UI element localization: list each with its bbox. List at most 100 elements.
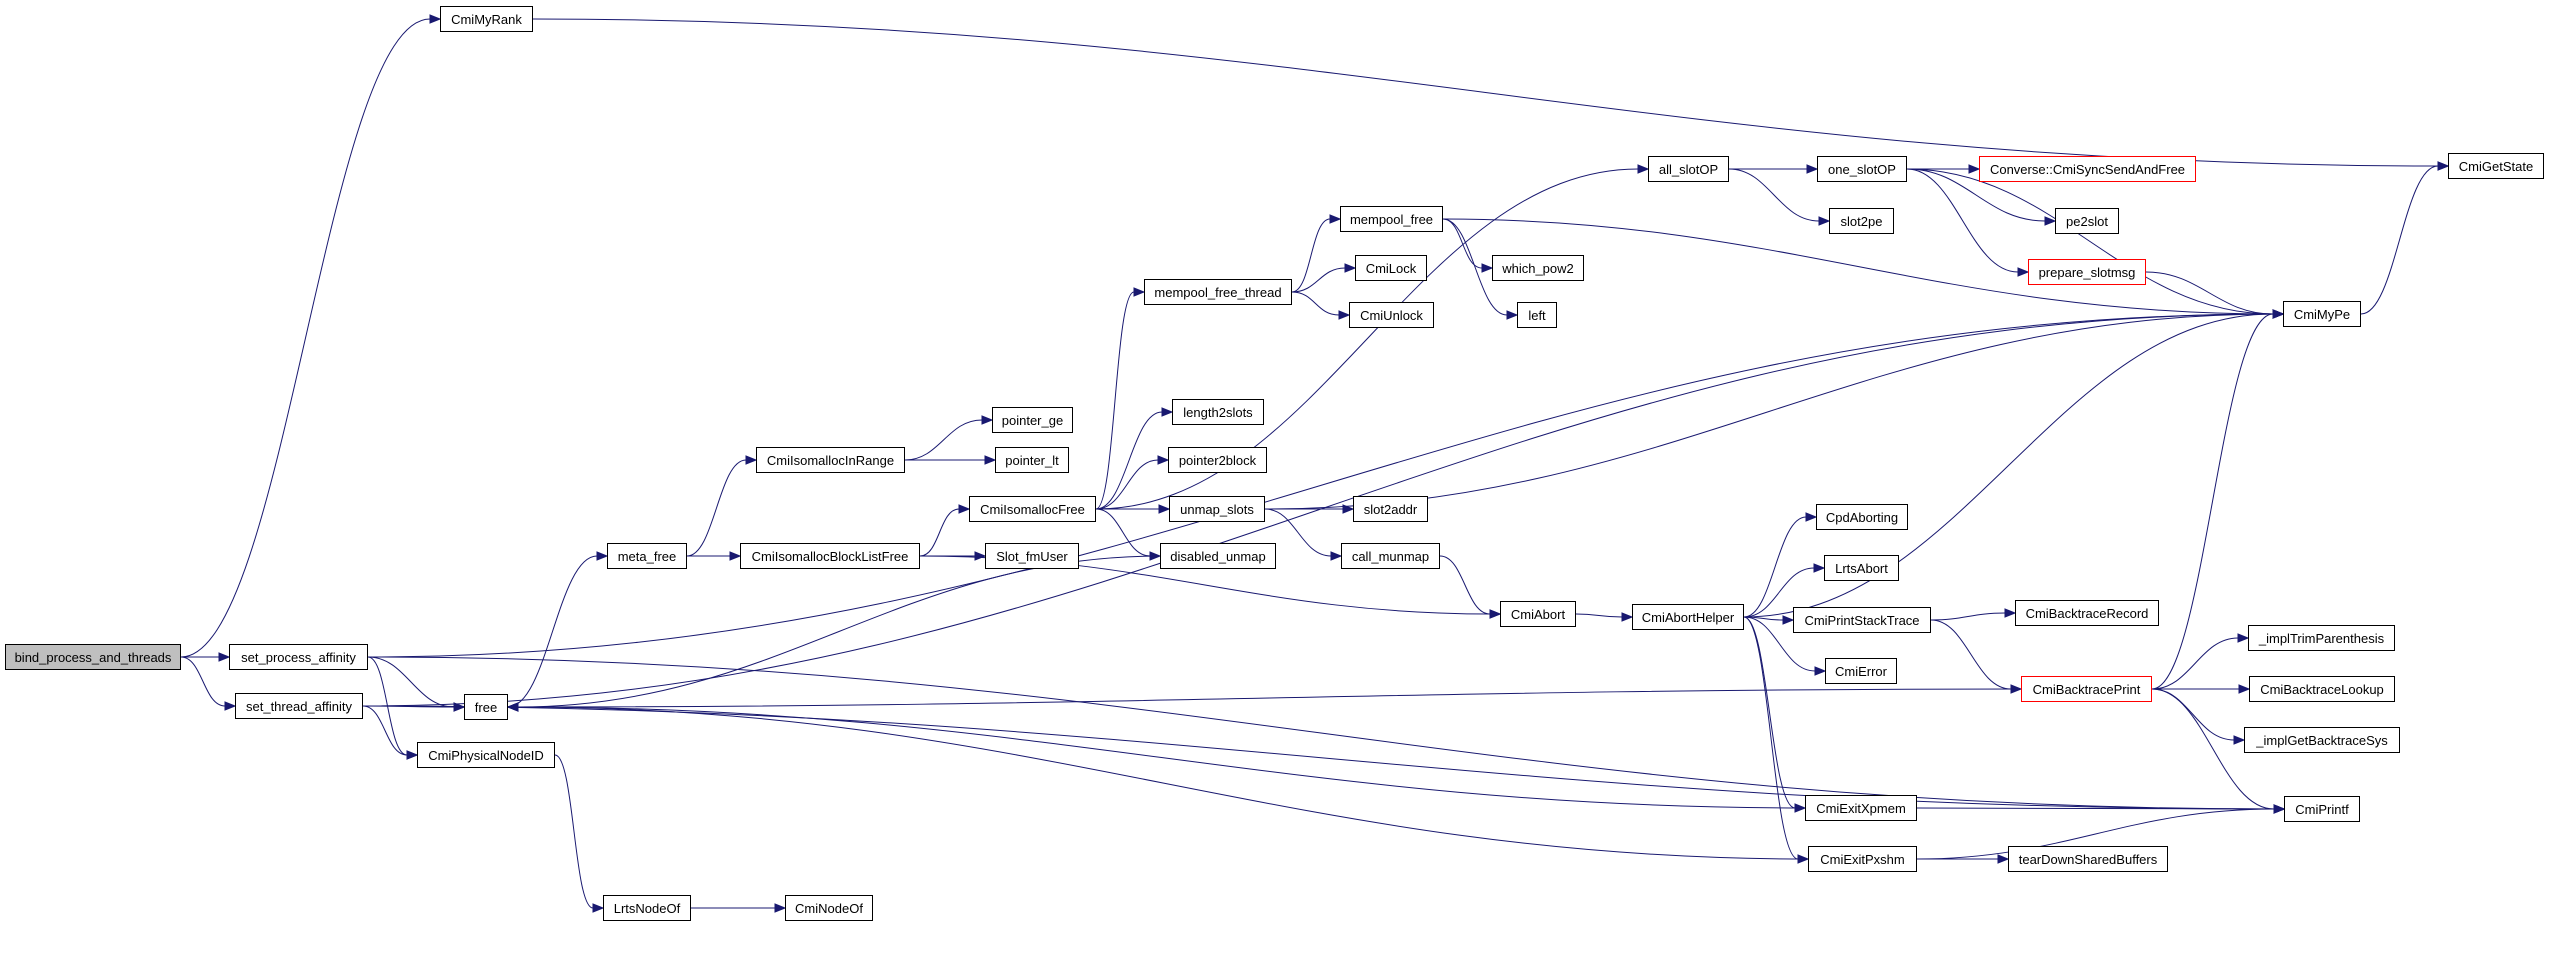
node-cmiphysicalnodeid[interactable]: CmiPhysicalNodeID bbox=[417, 742, 555, 768]
node-cmiexitpxshm[interactable]: CmiExitPxshm bbox=[1808, 846, 1917, 872]
node-cmibacktracerecord[interactable]: CmiBacktraceRecord bbox=[2015, 600, 2159, 626]
edge-set_process_affinity-to-cmimype bbox=[367, 313, 2274, 658]
node-label: pointer_ge bbox=[1001, 412, 1064, 428]
arrowhead-icon bbox=[1506, 310, 1519, 320]
node-impltrimparenthesis[interactable]: _implTrimParenthesis bbox=[2248, 625, 2395, 651]
node-pointer-ge[interactable]: pointer_ge bbox=[992, 407, 1073, 433]
node-disabled-unmap[interactable]: disabled_unmap bbox=[1160, 543, 1276, 569]
arrowhead-icon bbox=[774, 903, 787, 913]
node-mempool-free-thread[interactable]: mempool_free_thread bbox=[1144, 279, 1292, 305]
node-label: Slot_fmUser bbox=[996, 548, 1068, 564]
node-label: slot2pe bbox=[1840, 213, 1883, 229]
arrowhead-icon bbox=[218, 652, 231, 662]
arrowhead-icon bbox=[2272, 309, 2285, 319]
node-cmiisomallocfree[interactable]: CmiIsomallocFree bbox=[969, 496, 1096, 522]
edge-cmiaborthelper-to-cmiexitxpmem bbox=[1743, 616, 1796, 809]
edge-disabled_unmap-to-free bbox=[517, 555, 1161, 708]
node-cpdaborting[interactable]: CpdAborting bbox=[1816, 504, 1908, 530]
node-teardownsharedbuffers[interactable]: tearDownSharedBuffers bbox=[2008, 846, 2168, 872]
node-prepare-slotmsg[interactable]: prepare_slotmsg bbox=[2028, 259, 2146, 285]
node-set-thread-affinity[interactable]: set_thread_affinity bbox=[235, 693, 363, 719]
edge-cmiaborthelper-to-cmiexitpxshm bbox=[1743, 616, 1799, 860]
node-cmiunlock[interactable]: CmiUnlock bbox=[1349, 302, 1434, 328]
node-cmiisomallocblocklistfree[interactable]: CmiIsomallocBlockListFree bbox=[740, 543, 920, 569]
node-label: CmiIsomallocFree bbox=[980, 501, 1085, 517]
node-label: prepare_slotmsg bbox=[2038, 264, 2136, 280]
arrowhead-icon bbox=[1968, 164, 1981, 174]
node-label: pointer_lt bbox=[1005, 452, 1059, 468]
node-one-slotop[interactable]: one_slotOP bbox=[1817, 156, 1907, 182]
node-cmibacktraceprint[interactable]: CmiBacktracePrint bbox=[2021, 676, 2152, 702]
node-slot-fmuser[interactable]: Slot_fmUser bbox=[985, 543, 1079, 569]
node-label: CmiPrintStackTrace bbox=[1804, 612, 1920, 628]
node-label: length2slots bbox=[1183, 404, 1253, 420]
node-unmap-slots[interactable]: unmap_slots bbox=[1169, 496, 1265, 522]
edge-cmiexitpxshm-to-free bbox=[517, 706, 1809, 860]
node-implgetbacktracesys[interactable]: _implGetBacktraceSys bbox=[2244, 727, 2400, 753]
node-cmilock[interactable]: CmiLock bbox=[1355, 255, 1427, 281]
node-which-pow2[interactable]: which_pow2 bbox=[1492, 255, 1584, 281]
node-label: mempool_free_thread bbox=[1154, 284, 1282, 300]
node-cmiabort[interactable]: CmiAbort bbox=[1500, 601, 1576, 627]
node-label: CmiError bbox=[1835, 663, 1887, 679]
node-label: set_process_affinity bbox=[241, 649, 356, 665]
node-label: CmiBacktraceLookup bbox=[2260, 681, 2384, 697]
edge-mempool_free-to-cmimype bbox=[1442, 218, 2274, 315]
arrowhead-icon bbox=[1806, 164, 1819, 174]
edge-cmiisomallocfree-to-pointer2block bbox=[1095, 459, 1159, 510]
edge-cmibacktraceprint-to-free bbox=[517, 688, 2022, 708]
node-cmimype[interactable]: CmiMyPe bbox=[2283, 301, 2361, 327]
node-label: CmiMyPe bbox=[2293, 306, 2351, 322]
arrowhead-icon bbox=[592, 903, 605, 913]
node-label: CmiLock bbox=[1365, 260, 1417, 276]
node-lrtsnodeof[interactable]: LrtsNodeOf bbox=[603, 895, 691, 921]
node-cmiprintstacktrace[interactable]: CmiPrintStackTrace bbox=[1793, 607, 1931, 633]
arrowhead-icon bbox=[2238, 684, 2251, 694]
edge-one_slotop-to-prepare_slotmsg bbox=[1906, 168, 2019, 273]
edge-set_process_affinity-to-cmiprintf bbox=[367, 656, 2275, 810]
arrowhead-icon bbox=[2437, 161, 2450, 171]
edge-set_thread_affinity-to-cmiprintf bbox=[362, 705, 2275, 810]
node-slot2addr[interactable]: slot2addr bbox=[1353, 496, 1428, 522]
node-label: CmiPrintf bbox=[2295, 801, 2349, 817]
node-label: which_pow2 bbox=[1502, 260, 1574, 276]
edge-cmiabort-to-cmiaborthelper bbox=[1575, 613, 1623, 618]
node-pe2slot[interactable]: pe2slot bbox=[2055, 208, 2119, 234]
node-cmiexitxpmem[interactable]: CmiExitXpmem bbox=[1805, 795, 1917, 821]
node-length2slots[interactable]: length2slots bbox=[1172, 399, 1264, 425]
node-slot2pe[interactable]: slot2pe bbox=[1829, 208, 1894, 234]
arrowhead-icon bbox=[2017, 267, 2030, 277]
node-meta-free[interactable]: meta_free bbox=[607, 543, 687, 569]
edge-cmiisomallocfree-to-disabled_unmap bbox=[1095, 508, 1151, 557]
arrowhead-icon bbox=[429, 14, 442, 24]
node-pointer-lt[interactable]: pointer_lt bbox=[995, 447, 1069, 473]
edge-cmibacktraceprint-to-_implgetbacktracesys bbox=[2151, 688, 2235, 741]
arrowhead-icon bbox=[406, 750, 419, 760]
node-cmiaborthelper[interactable]: CmiAbortHelper bbox=[1632, 604, 1744, 630]
arrowhead-icon bbox=[1344, 263, 1357, 273]
node-label: pe2slot bbox=[2066, 213, 2108, 229]
node-lrtsabort[interactable]: LrtsAbort bbox=[1824, 555, 1899, 581]
node-cmibacktracelookup[interactable]: CmiBacktraceLookup bbox=[2249, 676, 2395, 702]
node-cmierror[interactable]: CmiError bbox=[1825, 658, 1897, 684]
node-set-process-affinity[interactable]: set_process_affinity bbox=[229, 644, 368, 670]
node-cmimyrank[interactable]: CmiMyRank bbox=[440, 6, 533, 32]
node-left[interactable]: left bbox=[1517, 302, 1557, 328]
edge-cmimype-to-cmigetstate bbox=[2360, 165, 2439, 315]
node-cmiprintf[interactable]: CmiPrintf bbox=[2284, 796, 2360, 822]
node-free[interactable]: free bbox=[464, 694, 508, 720]
edge-cmibacktraceprint-to-cmimype bbox=[2151, 313, 2274, 690]
node-label: pointer2block bbox=[1178, 452, 1257, 468]
edge-cmiisomallocfree-to-mempool_free_thread bbox=[1095, 291, 1135, 510]
edge-one_slotop-to-pe2slot bbox=[1906, 168, 2046, 222]
node-pointer2block[interactable]: pointer2block bbox=[1168, 447, 1267, 473]
arrowhead-icon bbox=[2237, 633, 2250, 643]
node-cminodeof[interactable]: CmiNodeOf bbox=[785, 895, 873, 921]
node-cmisyncsendandfree[interactable]: Converse::CmiSyncSendAndFree bbox=[1979, 156, 2196, 182]
node-cmigetstate[interactable]: CmiGetState bbox=[2448, 153, 2544, 179]
node-label: CmiExitXpmem bbox=[1816, 800, 1906, 816]
node-cmiisomallocinrange[interactable]: CmiIsomallocInRange bbox=[756, 447, 905, 473]
node-all-slotop[interactable]: all_slotOP bbox=[1648, 156, 1729, 182]
node-mempool-free[interactable]: mempool_free bbox=[1340, 206, 1443, 232]
node-call-munmap[interactable]: call_munmap bbox=[1341, 543, 1440, 569]
